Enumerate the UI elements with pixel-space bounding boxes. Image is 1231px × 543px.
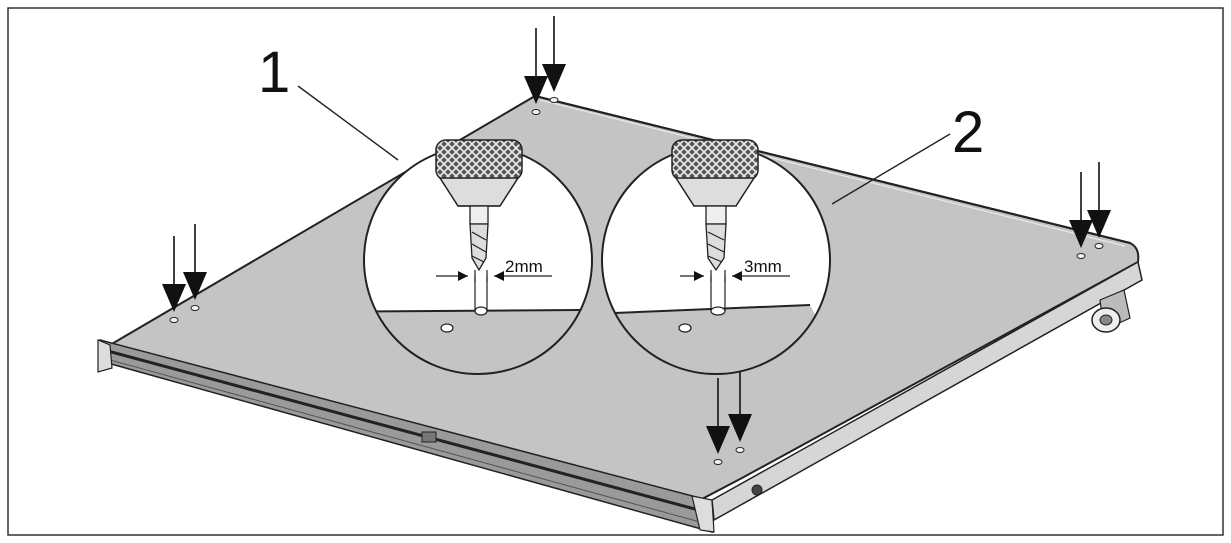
callout-number-1: 1 xyxy=(258,40,290,105)
edge-hole xyxy=(751,484,763,496)
figure-frame xyxy=(7,7,1224,536)
screw-hole xyxy=(1094,243,1104,249)
under-clip xyxy=(421,431,437,443)
detail-circle-2: 3mm xyxy=(601,139,831,375)
screw-hole xyxy=(735,447,745,453)
caster-wheel xyxy=(1091,289,1131,333)
panel-right-edge xyxy=(711,260,1143,522)
front-end-cap xyxy=(691,495,715,533)
callout-number-2: 2 xyxy=(952,100,984,165)
screw-hole-markers xyxy=(162,16,1111,465)
screw-hole-arrow xyxy=(183,224,207,311)
screw-hole xyxy=(531,109,541,115)
screw-hole-arrow xyxy=(524,28,548,115)
dimension-label-1: 2mm xyxy=(505,257,543,276)
screw-hole xyxy=(190,305,200,311)
screw-hole-arrow xyxy=(542,16,566,103)
drill-bit-2 xyxy=(671,139,759,272)
leader-line-2 xyxy=(831,133,951,205)
screw-hole-arrow xyxy=(706,378,730,465)
drill-bit-1 xyxy=(435,139,523,272)
dimension-label-2: 3mm xyxy=(744,257,782,276)
screw-hole-arrow xyxy=(1087,162,1111,249)
screw-hole-arrow xyxy=(1069,172,1093,259)
screw-hole-arrow xyxy=(162,236,186,323)
leader-line-1 xyxy=(297,85,399,161)
screw-hole xyxy=(713,459,723,465)
screw-hole xyxy=(1076,253,1086,259)
screw-hole xyxy=(549,97,559,103)
left-end-cap xyxy=(97,339,113,373)
screw-hole-arrow xyxy=(728,366,752,453)
screw-hole xyxy=(169,317,179,323)
